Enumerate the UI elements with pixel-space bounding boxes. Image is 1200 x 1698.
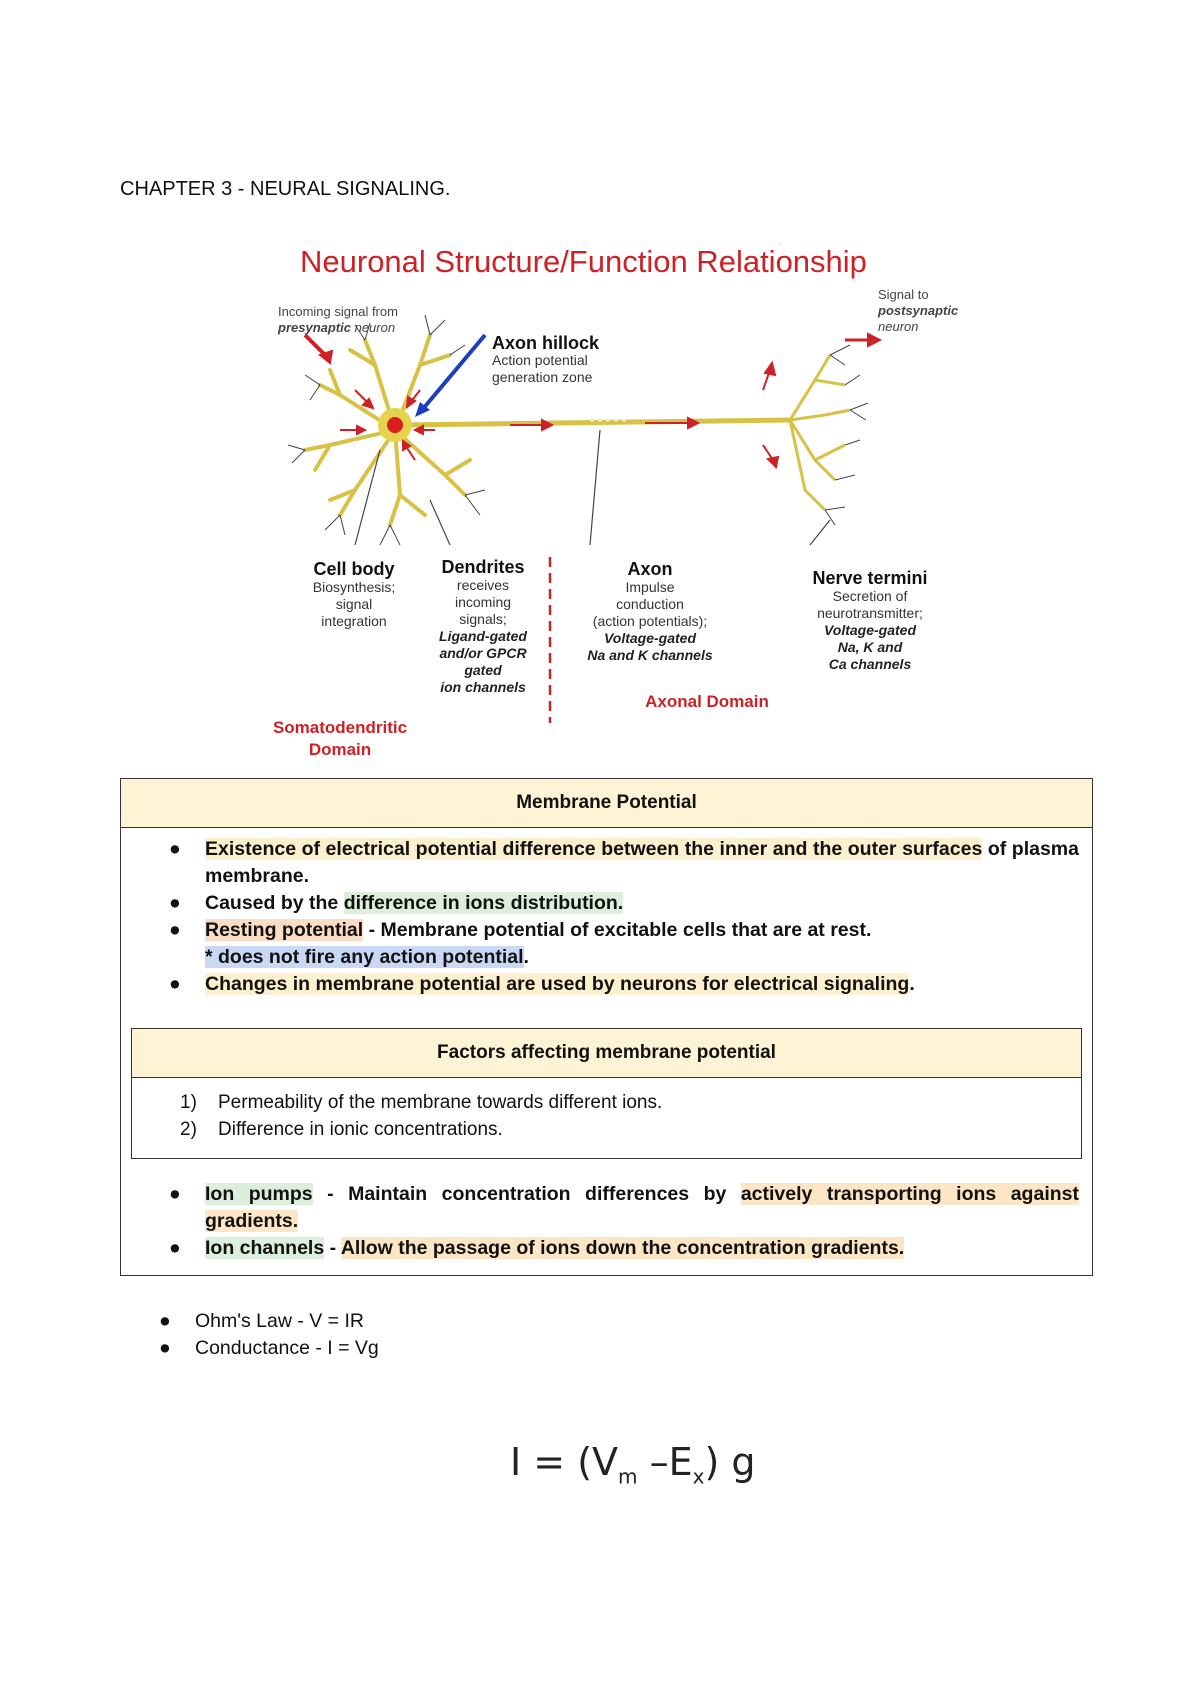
list-item: ● Caused by the difference in ions distr…: [169, 892, 624, 914]
axon-desc-3: (action potentials);: [593, 613, 707, 629]
axon-desc-1: Impulse: [625, 579, 674, 595]
factor-item: 2) Difference in ionic concentrations.: [180, 1116, 662, 1143]
membrane-bullets: ● Existence of electrical potential diff…: [169, 836, 1079, 998]
changes-text: Changes in membrane potential are used b…: [205, 973, 910, 995]
formula-sub-m: m: [618, 1464, 638, 1489]
signal-to-label: Signal to: [878, 287, 929, 302]
dendrites-label: Dendrites: [441, 557, 524, 577]
axon-label: Axon: [628, 559, 673, 579]
nerve-termini-label: Nerve termini: [812, 568, 927, 588]
formula-sub-x: x: [692, 1464, 705, 1489]
existence-text: Existence of electrical potential differ…: [205, 838, 983, 860]
dendrites-ch-1: Ligand-gated: [439, 628, 527, 644]
factor-number: 2): [180, 1119, 197, 1140]
formula-rhs: ) g: [704, 1440, 756, 1484]
list-item: ● Changes in membrane potential are used…: [169, 973, 915, 995]
cell-body-label: Cell body: [313, 559, 394, 579]
caused-text: Caused by the: [205, 892, 344, 914]
signal-arrows: [303, 332, 883, 470]
factor-text: Permeability of the membrane towards dif…: [218, 1092, 663, 1113]
ion-bullets: ● Ion pumps - Maintain concentration dif…: [169, 1181, 1079, 1262]
axon-hillock-desc: Action potential: [492, 352, 588, 368]
factors-header: Factors affecting membrane potential: [132, 1029, 1081, 1078]
dendrites-desc-1: receives: [457, 577, 509, 593]
laws-list: ●Ohm's Law - V = IR ●Conductance - I = V…: [159, 1308, 695, 1362]
axon-desc-2: conduction: [616, 596, 684, 612]
axon-hillock-desc-2: generation zone: [492, 369, 593, 385]
neuron-label: neuron: [878, 319, 918, 334]
resting-note: * does not fire any action potential: [205, 946, 524, 968]
nerve-ch-3: Ca channels: [829, 656, 912, 672]
dendrites-ch-3: gated: [463, 662, 502, 678]
list-item: ●Conductance - I = Vg: [159, 1337, 379, 1359]
dendrites-drawing: [303, 333, 472, 527]
axon-hillock-label: Axon hillock: [492, 333, 600, 353]
dendrites-desc-3: signals;: [459, 611, 506, 627]
axon-drawing: [404, 417, 791, 428]
changes-text-end: .: [909, 973, 915, 995]
nerve-desc-2: neurotransmitter;: [817, 605, 923, 621]
somato-domain-label-2: Domain: [309, 740, 371, 759]
axon-ch-2: Na and K channels: [587, 647, 712, 663]
existence-text-end: of plasma membrane.: [205, 838, 1079, 887]
membrane-potential-header: Membrane Potential: [121, 779, 1092, 828]
list-item: ● Existence of electrical potential diff…: [169, 838, 1079, 887]
formula-lhs: I = (V: [510, 1440, 619, 1484]
axon-ch-1: Voltage-gated: [604, 630, 696, 646]
nerve-ch-2: Na, K and: [838, 639, 903, 655]
cell-body-desc-2: signal: [336, 596, 373, 612]
list-item: ● Ion channels - Allow the passage of io…: [169, 1237, 905, 1259]
ohms-law: Ohm's Law - V = IR: [195, 1310, 364, 1332]
cell-body-desc-1: Biosynthesis;: [313, 579, 395, 595]
incoming-label-2: presynaptic neuron: [277, 320, 395, 335]
ion-channels-highlight: Allow the passage of ions down the conce…: [340, 1237, 905, 1259]
formula-mid: –E: [637, 1440, 693, 1484]
caused-highlight: difference in ions distribution.: [343, 892, 624, 914]
somato-domain-label: Somatodendritic: [273, 718, 407, 737]
list-item: ●Ohm's Law - V = IR: [159, 1310, 364, 1332]
axonal-domain-label: Axonal Domain: [645, 692, 769, 711]
membrane-potential-box: Membrane Potential ● Existence of electr…: [120, 778, 1093, 1276]
axon-hillock-arrow: [415, 333, 487, 417]
neuron-figure: Neuronal Structure/Function Relationship…: [270, 244, 990, 770]
conductance-law: Conductance - I = Vg: [195, 1337, 379, 1359]
resting-note-end: .: [523, 946, 529, 968]
nerve-desc-1: Secretion of: [833, 588, 908, 604]
dendrites-desc-2: incoming: [455, 594, 511, 610]
resting-potential-desc: - Membrane potential of excitable cells …: [363, 919, 872, 941]
list-item: ● Ion pumps - Maintain concentration dif…: [169, 1183, 1079, 1232]
factor-item: 1) Permeability of the membrane towards d…: [180, 1089, 662, 1116]
postsynaptic-label: postsynaptic: [877, 303, 959, 318]
dendrites-ch-2: and/or GPCR: [439, 645, 527, 661]
chapter-title: CHAPTER 3 - NEURAL SIGNALING.: [120, 178, 451, 200]
cell-body-desc-3: integration: [321, 613, 386, 629]
ion-pumps-term: Ion pumps: [205, 1183, 313, 1205]
figure-title: Neuronal Structure/Function Relationship: [300, 245, 867, 279]
ion-channels-sep: -: [324, 1237, 341, 1259]
factors-box: Factors affecting membrane potential 1) P…: [131, 1028, 1082, 1159]
nerve-termini-drawing: [788, 354, 851, 512]
incoming-label: Incoming signal from: [278, 304, 398, 319]
dendrites-ch-4: ion channels: [440, 679, 526, 695]
current-formula: I = (Vm –Ex) g: [510, 1440, 755, 1489]
resting-potential-term: Resting potential: [205, 919, 364, 941]
factor-number: 1): [180, 1092, 197, 1113]
list-item: ● Resting potential - Membrane potential…: [169, 919, 872, 968]
nerve-ch-1: Voltage-gated: [824, 622, 916, 638]
factor-text: Difference in ionic concentrations.: [218, 1119, 503, 1140]
ion-pumps-desc: - Maintain concentration differences by: [312, 1183, 741, 1205]
factors-list: 1) Permeability of the membrane towards d…: [180, 1089, 662, 1143]
ion-channels-term: Ion channels: [205, 1237, 325, 1259]
